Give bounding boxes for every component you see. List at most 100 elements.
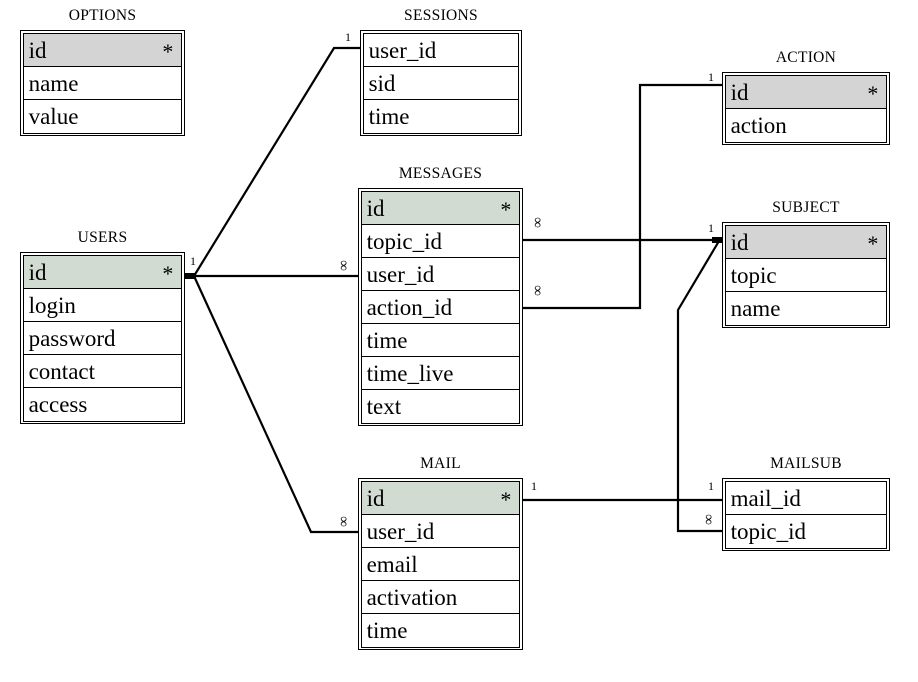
entity-table-title: MESSAGES [398, 165, 483, 182]
field-name: user_id [366, 518, 435, 544]
field-name: activation [366, 584, 458, 610]
field-row[interactable]: mail_id [725, 482, 887, 515]
line-messages-to-action [523, 83, 722, 310]
field-name: name [730, 295, 781, 321]
field-row[interactable]: user_id [361, 258, 520, 291]
cardinality-mailsub-mail-in: 1 [708, 479, 714, 493]
field-row[interactable]: time [364, 100, 519, 133]
field-row[interactable]: email [361, 548, 520, 581]
primary-key-asterisk-icon: * [500, 196, 512, 222]
field-row[interactable]: topic_id [361, 225, 520, 258]
entity-table-title: SUBJECT [772, 199, 840, 216]
field-row[interactable]: id * [361, 191, 520, 225]
field-name: name [28, 70, 79, 96]
field-name: mail_id [730, 485, 801, 511]
field-name: time_live [366, 360, 454, 386]
entity-table-body: mail_id topic_id [724, 480, 888, 549]
field-name: topic [730, 262, 777, 288]
field-row[interactable]: activation [361, 581, 520, 614]
field-name: id [28, 259, 47, 285]
field-row[interactable]: value [24, 100, 182, 133]
field-name: user_id [366, 261, 435, 287]
field-name: login [28, 292, 76, 318]
field-name: id [730, 79, 749, 105]
field-name: text [366, 393, 402, 419]
field-row[interactable]: time_live [361, 357, 520, 390]
cardinality-sessions-left: 1 [345, 30, 351, 44]
field-name: sid [368, 70, 396, 96]
field-row[interactable]: id* [361, 481, 520, 515]
cardinality-mail-user-in: ∞ [335, 516, 352, 527]
entity-table-frame: mail_id topic_id [722, 478, 890, 552]
entity-table-title: MAILSUB [770, 455, 842, 472]
entity-table-options[interactable]: OPTIONS id * name value [20, 7, 185, 137]
field-row[interactable]: id * [23, 255, 182, 289]
field-name: time [366, 327, 408, 353]
entity-table-frame: id* action [722, 72, 890, 146]
field-name: action [730, 112, 787, 138]
field-name: value [28, 103, 79, 129]
field-row[interactable]: user_id [363, 34, 519, 67]
cardinality-mail-id-out: 1 [531, 479, 537, 493]
field-row[interactable]: id* [725, 225, 887, 259]
field-name: id [28, 37, 47, 63]
field-name: user_id [368, 37, 437, 63]
field-row[interactable]: time [361, 324, 520, 357]
field-row[interactable]: access [24, 388, 182, 421]
entity-table-action[interactable]: ACTION id* action [722, 49, 890, 146]
field-row[interactable]: name [23, 67, 182, 100]
field-row[interactable]: text [362, 390, 520, 423]
primary-key-asterisk-icon: * [162, 260, 174, 286]
field-row[interactable]: topic [725, 259, 887, 292]
line-subject-to-mailsub [676, 240, 722, 533]
line-users-to-mail [192, 275, 358, 534]
field-row[interactable]: contact [23, 355, 182, 388]
field-row[interactable]: time [362, 614, 520, 647]
field-row[interactable]: action [726, 109, 887, 142]
entity-table-frame: id* topic name [722, 222, 890, 329]
field-row[interactable]: topic_id [726, 515, 887, 548]
line-users-to-sessions [193, 46, 360, 277]
field-row[interactable]: login [23, 289, 182, 322]
field-row[interactable]: sid [363, 67, 519, 100]
cardinality-messages-action-out: ∞ [529, 285, 546, 296]
field-name: topic_id [366, 228, 442, 254]
entity-table-body: id* action [724, 74, 888, 143]
entity-table-body: id * name value [22, 32, 183, 134]
entity-table-title: USERS [77, 229, 128, 246]
field-name: id [366, 195, 385, 221]
field-name: id [730, 229, 749, 255]
primary-key-asterisk-icon: * [162, 38, 174, 64]
field-name: password [28, 325, 116, 351]
cardinality-action-left: 1 [708, 70, 714, 84]
entity-table-subject[interactable]: SUBJECT id* topic name [722, 199, 890, 329]
field-row[interactable]: id * [23, 33, 182, 67]
field-row[interactable]: user_id [361, 515, 520, 548]
entity-table-title: OPTIONS [68, 7, 137, 24]
entity-table-title: MAIL [420, 455, 461, 472]
field-name: topic_id [730, 518, 806, 544]
entity-table-title: ACTION [775, 49, 837, 66]
field-row[interactable]: action_id [361, 291, 520, 324]
cardinality-messages-user-in: ∞ [335, 260, 352, 271]
primary-key-asterisk-icon: * [500, 486, 512, 512]
cardinality-messages-topic-out: ∞ [529, 217, 546, 228]
entity-table-mailsub[interactable]: MAILSUB mail_id topic_id [722, 455, 890, 552]
field-name: time [366, 617, 408, 643]
field-row[interactable]: id* [725, 75, 887, 109]
field-row[interactable]: name [726, 292, 887, 325]
field-name: time [368, 103, 410, 129]
field-row[interactable]: password [23, 322, 182, 355]
